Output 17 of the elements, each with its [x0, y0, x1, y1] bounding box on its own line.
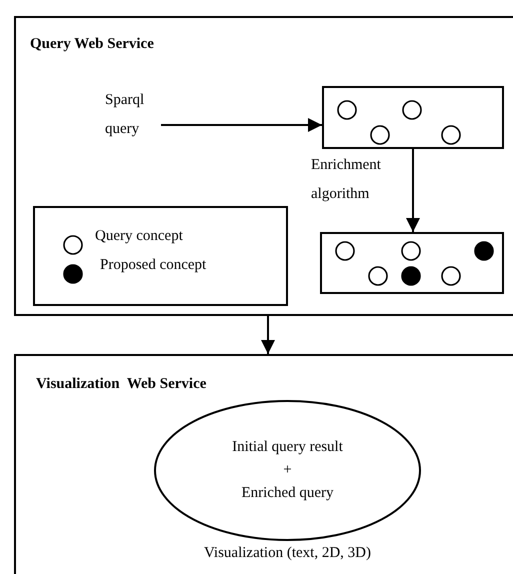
arrow: [406, 149, 420, 232]
input-label: Sparql query: [105, 86, 161, 146]
concept-box: [322, 86, 504, 149]
ellipse-text: +: [283, 461, 292, 480]
arrow: [161, 118, 322, 132]
legend-text: Proposed concept: [100, 257, 206, 274]
legend-text: Query concept: [95, 228, 183, 245]
arrow: [261, 316, 275, 354]
ellipse-text: Enriched query: [241, 484, 334, 503]
service-panel: [14, 354, 513, 574]
panel-title: Query Web Service: [30, 36, 154, 53]
ellipse-text: Initial query result: [232, 438, 343, 457]
concept-box: [320, 232, 504, 294]
panel-title: Visualization Web Service: [36, 376, 206, 393]
caption-text: Visualization (text, 2D, 3D): [203, 545, 372, 562]
service-panel: [14, 16, 513, 316]
ellipse: [154, 400, 421, 541]
